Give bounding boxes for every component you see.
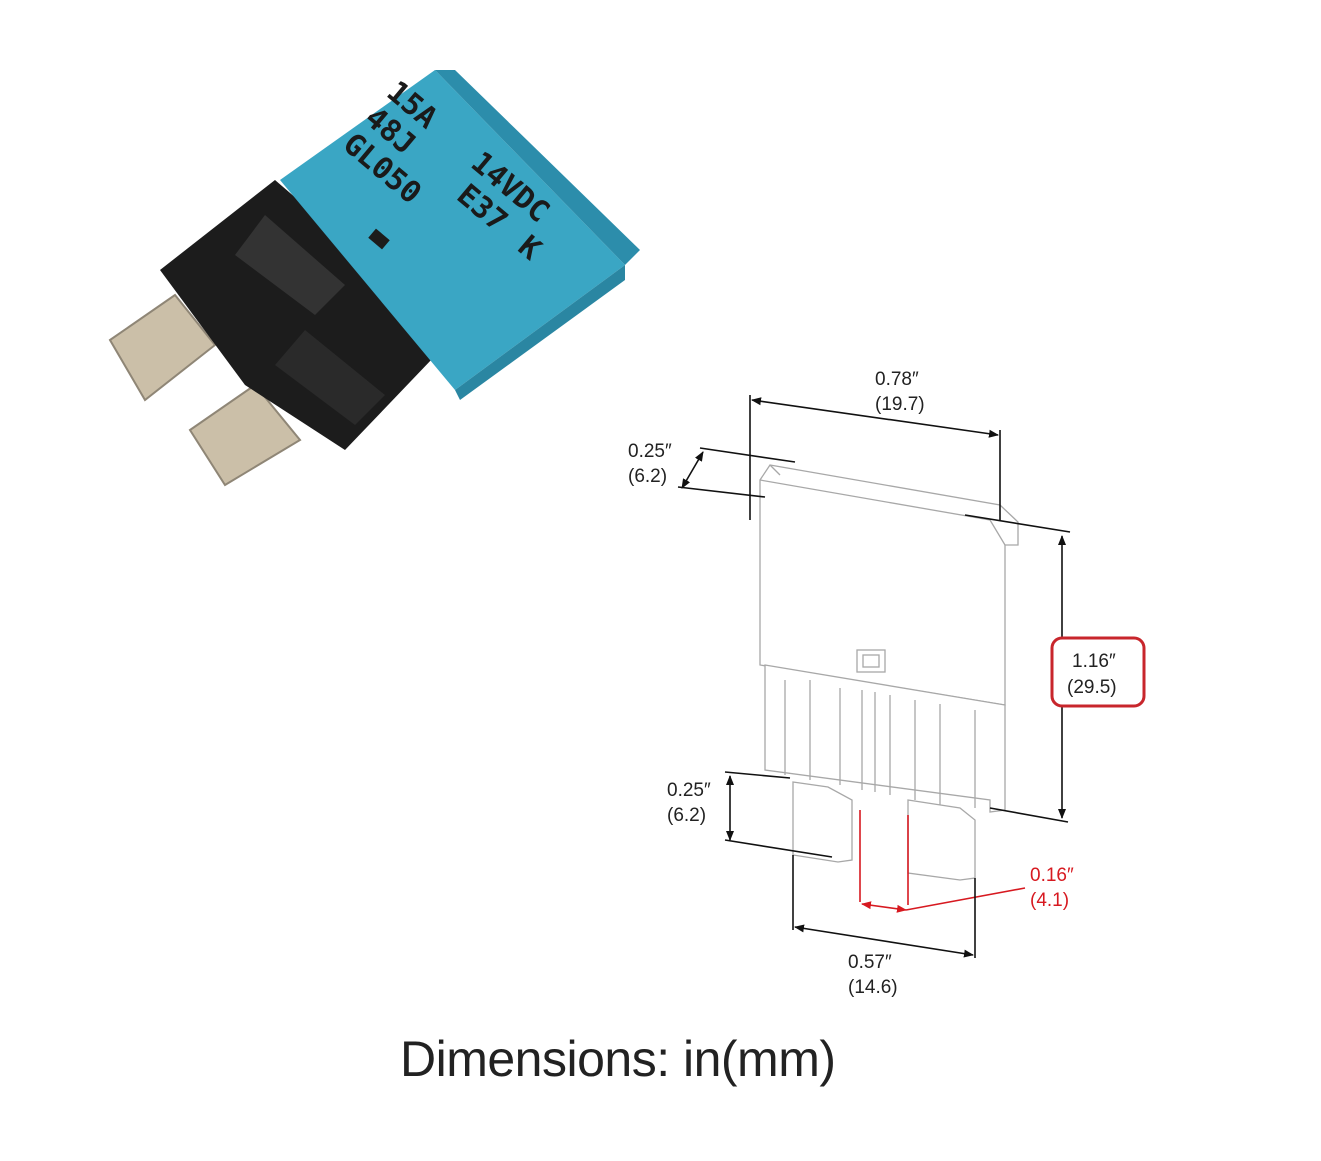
dim-height-in: 1.16″ bbox=[1072, 651, 1116, 672]
dim-blade-span: 0.57″ (14.6) bbox=[792, 855, 976, 998]
fuse-blade-right bbox=[188, 383, 302, 487]
dim-blade-span-in: 0.57″ bbox=[848, 952, 892, 973]
dim-depth-mm: (6.2) bbox=[628, 466, 667, 487]
fuse-housing bbox=[280, 70, 625, 390]
fuse-blade-left bbox=[108, 293, 217, 402]
dim-height: 1.16″ (29.5) bbox=[964, 514, 1146, 823]
dim-width-mm: (19.7) bbox=[875, 394, 925, 415]
dim-blade-gap-mm: (4.1) bbox=[1030, 890, 1069, 911]
dim-blade-span-mm: (14.6) bbox=[848, 977, 898, 998]
dim-blade-length-mm: (6.2) bbox=[667, 805, 706, 826]
dim-blade-length-in: 0.25″ bbox=[667, 780, 711, 801]
fuse-outline bbox=[759, 464, 1019, 881]
dim-depth-in: 0.25″ bbox=[628, 441, 672, 462]
dim-blade-gap: 0.16″ (4.1) bbox=[859, 810, 1074, 913]
dim-height-mm: (29.5) bbox=[1067, 677, 1117, 698]
dim-blade-gap-in: 0.16″ bbox=[1030, 865, 1074, 886]
dim-width-in: 0.78″ bbox=[875, 369, 919, 390]
dim-blade-length: 0.25″ (6.2) bbox=[667, 771, 833, 858]
caption: Dimensions: in(mm) bbox=[400, 1031, 836, 1087]
dim-height-highlight bbox=[1050, 636, 1146, 708]
fuse-base bbox=[160, 180, 455, 450]
fuse-photo: 15A 14VDC 48J E37 K GL050 bbox=[108, 70, 640, 487]
dim-depth: 0.25″ (6.2) bbox=[628, 441, 796, 498]
dim-width: 0.78″ (19.7) bbox=[749, 369, 1001, 520]
